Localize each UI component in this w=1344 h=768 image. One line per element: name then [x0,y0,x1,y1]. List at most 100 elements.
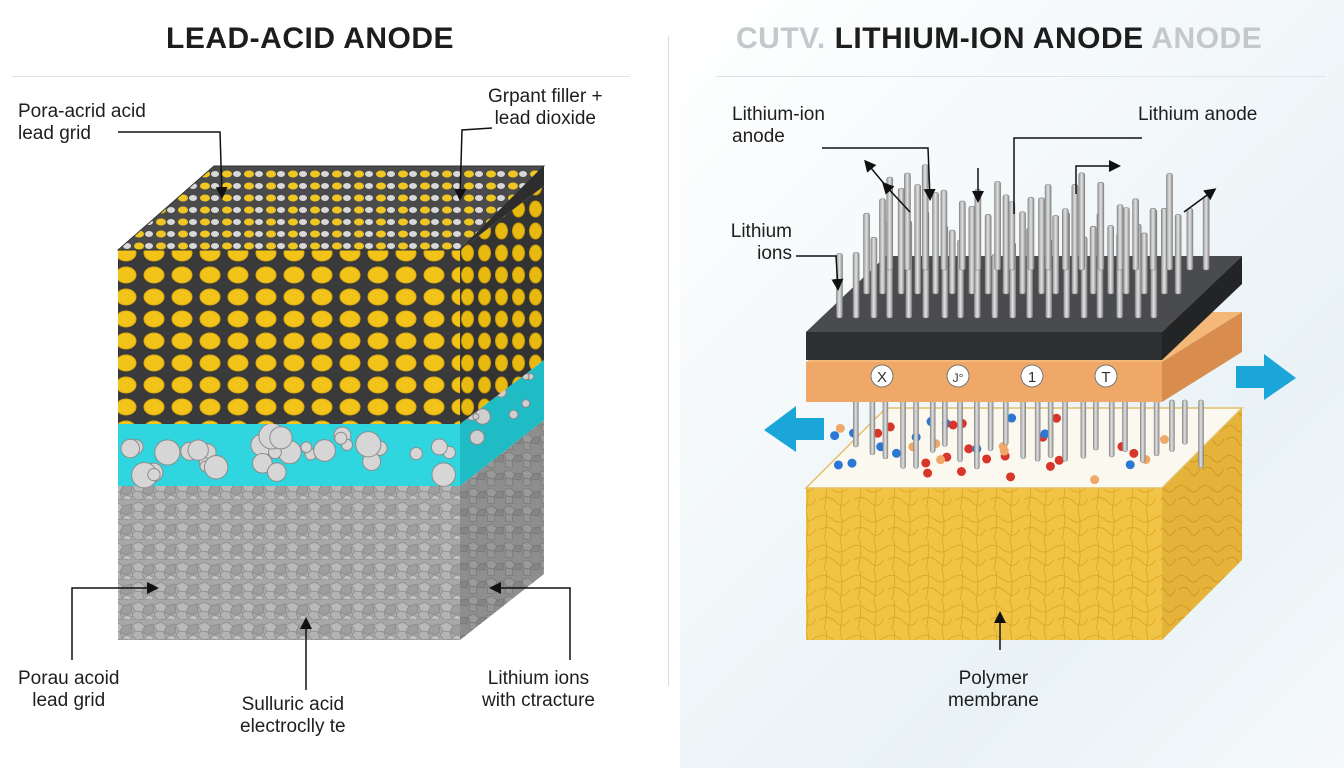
pin [1097,182,1105,271]
pin [1047,399,1054,458]
label-pora-acid-grid: Pora-acrid acid lead grid [18,101,146,145]
separator-mark-2: J° [953,371,964,385]
bubble [409,447,423,461]
label-grpant-filler: Grpant filler + lead dioxide [488,86,603,130]
bubble [469,429,485,446]
bubble [154,439,181,466]
pin [948,229,956,295]
pin [1078,172,1086,271]
pin [1071,184,1079,295]
grid-side-face [460,420,544,640]
membrane-front [806,488,1162,640]
bubble [521,399,531,408]
ion-dot [873,428,883,438]
pin [886,176,894,271]
title-main: LITHIUM-ION ANODE [834,22,1144,55]
left-title-rule [12,76,630,77]
bubble [355,431,382,458]
separator-mark-4: T [1101,369,1110,386]
pin [1166,173,1173,271]
bubble [508,409,519,420]
right-leader-lines [796,137,1217,650]
ion-dot [956,467,966,477]
pin [863,212,870,295]
anode-plate-side [1162,256,1242,360]
pin [913,399,919,469]
title-prefix-ghost: CUTV. [736,22,826,55]
pin [932,192,939,295]
pin [1202,195,1210,271]
ion-dot [1040,429,1050,439]
particle-front-face [118,250,460,424]
pin [942,399,948,447]
ion-dot [1045,461,1055,471]
pin [1080,399,1087,459]
bubble [269,426,293,450]
label-lithium-anode: Lithium anode [1138,104,1258,125]
label-lithium-ions: Lithium ions [716,221,792,265]
label-lithium-ions-structure: Lithium ions with ctracture [482,668,595,712]
ion-dot [1007,413,1017,423]
membrane-side [1162,408,1242,640]
pin [974,399,980,470]
pin [1093,399,1099,451]
pin [940,189,948,271]
separator-marks: X J° 1 T [870,364,1118,388]
ion-dot [923,468,933,478]
pin [987,399,994,451]
pin [1008,201,1016,271]
bubble [430,438,448,456]
pin [1182,399,1188,445]
label-lithium-ion-anode: Lithium-ion anode [732,104,825,148]
pin [1153,399,1160,457]
pin [870,236,878,319]
anode-plate-front [806,332,1162,360]
ion-dot [921,458,931,468]
label-line: Pora-acrid acid [18,101,146,122]
pin [1123,207,1130,295]
ion-dot [964,444,974,454]
bubble [300,441,313,454]
ion-dot [1052,413,1062,423]
pin [900,399,906,469]
label-porau-acoid-grid: Porau acoid lead grid [18,668,119,712]
separator-side [1162,312,1242,402]
lower-pins [853,399,1204,470]
right-panel-title: CUTV. LITHIUM-ION ANODE ANODE [736,22,1262,56]
lead-acid-block [116,165,546,640]
pin [994,181,1001,271]
pin [1140,232,1148,295]
pin [959,200,966,271]
pin [929,399,936,453]
ion-dot [1090,475,1100,485]
ion-dot [948,420,958,430]
ion-dot [833,460,843,470]
bubble [334,431,348,445]
bubble [120,438,141,459]
bubble [203,455,229,480]
label-line: Sulluric acid [241,694,345,715]
pin [1108,399,1115,458]
pin [1198,399,1204,468]
ion-dot [847,458,857,468]
ion-dot [1054,455,1064,465]
pin [1132,198,1139,271]
title-suffix-ghost: ANODE [1151,22,1263,55]
label-line: Porau acoid [18,668,120,689]
pin [1052,215,1060,295]
label-line: Grpant filler + [488,86,603,107]
pin [882,399,889,460]
pin [1089,225,1097,295]
label-line: membrane [948,690,1039,711]
label-line: Lithium-ion [732,104,825,125]
label-line: ions [757,243,792,264]
pin [984,214,992,295]
pin [1122,399,1128,452]
pin [1116,204,1124,271]
ion-dot [1159,435,1169,445]
left-panel-title: LEAD-ACID ANODE [166,22,455,55]
electrolyte-side [460,360,544,486]
bubble [187,439,209,461]
pin [1034,399,1041,462]
